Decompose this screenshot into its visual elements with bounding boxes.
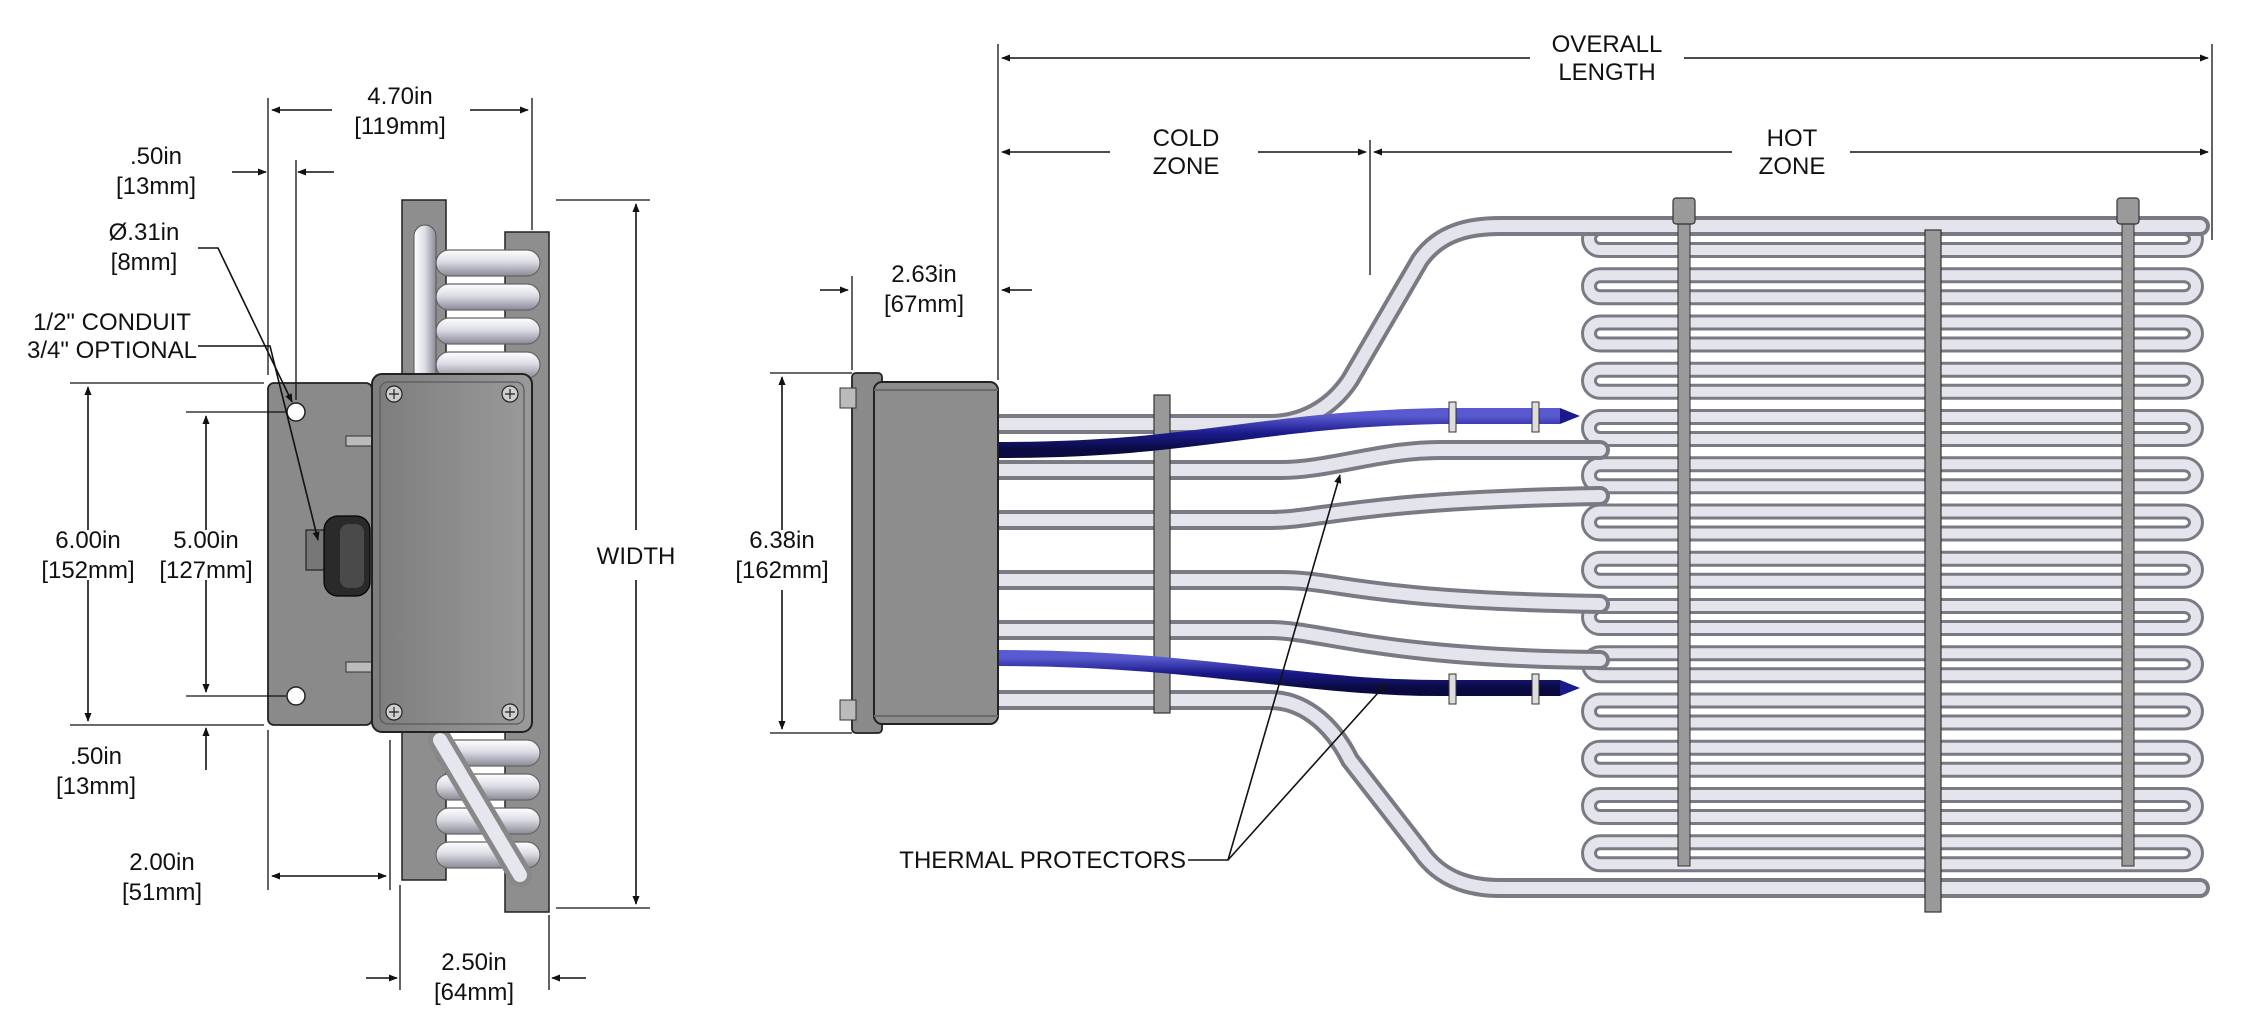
dim-50-top-in: .50in: [130, 143, 182, 170]
terminal-housing: [873, 381, 999, 725]
coil-loop: [435, 249, 541, 277]
top-view: [839, 197, 2210, 913]
dim-50-bottom-in: .50in: [70, 743, 122, 770]
top-labels: OVERALL LENGTH COLD ZONE HOT ZONE 2.63in…: [735, 31, 1825, 874]
dim-5-00-mm: [127mm]: [159, 557, 252, 584]
support-bar-2: [1924, 229, 1942, 913]
width-label: WIDTH: [597, 543, 676, 570]
thermal-protector-top: [997, 401, 1580, 458]
cold-zone-label-1: COLD: [1153, 125, 1220, 152]
side-view-dimensions: [70, 98, 650, 990]
mount-hole-top: [286, 402, 306, 422]
hot-zone-label-1: HOT: [1767, 125, 1818, 152]
cold-zone-bracket: [1153, 394, 1171, 714]
overall-length-label-1: OVERALL: [1552, 31, 1663, 58]
dim-2-00-mm: [51mm]: [122, 879, 202, 906]
thermal-protectors-label: THERMAL PROTECTORS: [899, 847, 1186, 874]
dim-50-bottom-mm: [13mm]: [56, 773, 136, 800]
cold-zone-label-2: ZONE: [1153, 153, 1220, 180]
dim-6-38-mm: [162mm]: [735, 557, 828, 584]
terminal-box: [371, 373, 533, 733]
dim-4-70-mm: [119mm]: [354, 113, 446, 140]
coil-loop: [435, 283, 541, 311]
side-view: [267, 199, 550, 913]
dim-6-38-in: 6.38in: [749, 527, 814, 554]
overall-length-label-2: LENGTH: [1558, 59, 1655, 86]
dim-2-50-in: 2.50in: [441, 949, 506, 976]
thermal-protector-bottom: [997, 650, 1580, 705]
support-bar-3: [2121, 197, 2135, 867]
dim-hole-dia-in: Ø.31in: [109, 219, 180, 246]
dim-50-top-mm: [13mm]: [116, 173, 196, 200]
dim-2-63-in: 2.63in: [891, 261, 956, 288]
conduit-label-2: 3/4" OPTIONAL: [27, 337, 197, 364]
hot-zone-label-2: ZONE: [1759, 153, 1826, 180]
coil-top: [435, 249, 541, 379]
dim-5-00-in: 5.00in: [173, 527, 238, 554]
conduit-label-1: 1/2" CONDUIT: [33, 309, 191, 336]
dim-hole-dia-mm: [8mm]: [111, 249, 178, 276]
support-tab-1: [1672, 197, 1696, 225]
mount-hole-bottom: [286, 686, 306, 706]
support-bar-1: [1677, 197, 1691, 867]
box-screws: [385, 385, 519, 721]
dim-4-70-in: 4.70in: [367, 83, 432, 110]
side-labels: 4.70in [119mm] .50in [13mm] Ø.31in [8mm]…: [27, 83, 675, 1006]
element-leads: [988, 216, 2210, 898]
dim-2-63-mm: [67mm]: [884, 291, 964, 318]
coil-loop: [435, 317, 541, 345]
dim-2-50-mm: [64mm]: [434, 979, 514, 1006]
dim-2-00-in: 2.00in: [129, 849, 194, 876]
support-tab-3: [2116, 197, 2140, 225]
dim-6-00-in: 6.00in: [55, 527, 120, 554]
dim-6-00-mm: [152mm]: [41, 557, 134, 584]
top-view-dimensions: [770, 44, 2213, 861]
riser-tube: [413, 224, 437, 386]
